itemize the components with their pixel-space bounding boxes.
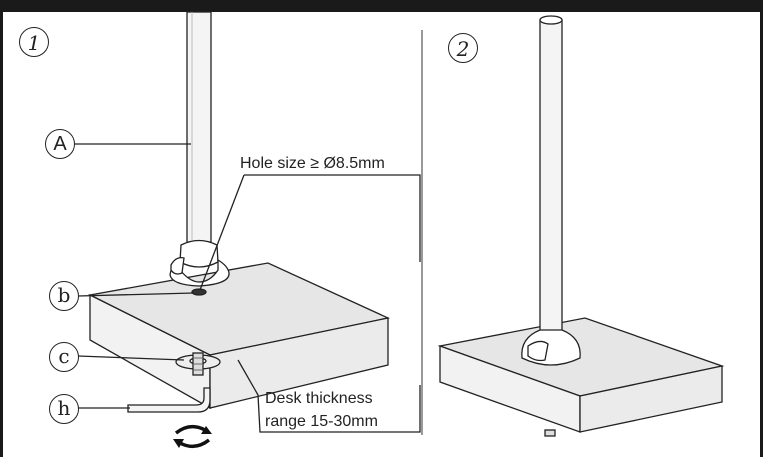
part-a-marker: A	[45, 129, 75, 159]
desk-thickness-label-line2: range 15-30mm	[265, 413, 378, 430]
part-h-marker: h	[49, 394, 79, 424]
hex-key	[127, 387, 211, 413]
step-2-marker: 2	[448, 33, 478, 63]
rotate-arrows-icon	[173, 424, 212, 449]
desk-side-2	[579, 365, 723, 433]
hole-size-label: Hole size ≥ Ø8.5mm	[240, 155, 385, 172]
pole	[186, 11, 212, 243]
pole-base	[179, 239, 219, 268]
desk-hole	[191, 288, 207, 296]
pole-2	[539, 19, 563, 333]
part-c-marker: c	[49, 342, 79, 372]
step-1-marker: 1	[19, 27, 49, 57]
top-bar	[0, 0, 763, 12]
desk-thickness-label-line1: Desk thickness	[265, 390, 373, 407]
part-b-marker: b	[49, 281, 79, 311]
panel-2-drawing	[437, 15, 725, 437]
panel-1-drawing	[74, 11, 421, 433]
